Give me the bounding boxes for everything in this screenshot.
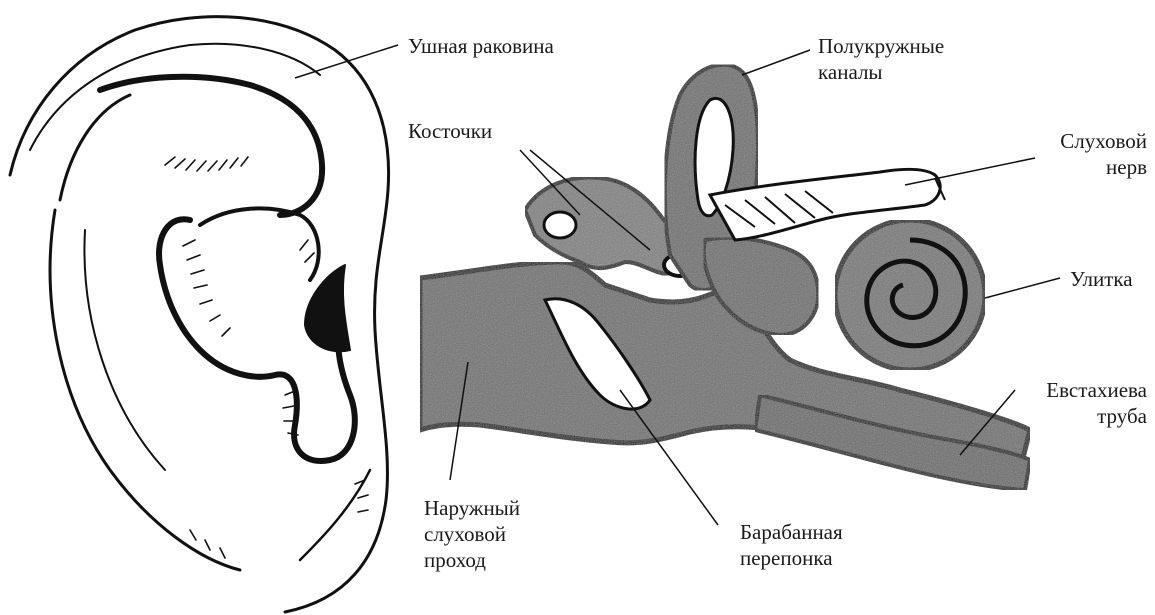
cochlea-shape xyxy=(835,220,985,370)
leader-pinna xyxy=(295,45,398,78)
label-eustachian-tube: Евстахиева труба xyxy=(1015,377,1147,429)
label-ear-canal-line3: проход xyxy=(424,547,520,573)
leader-cochlea xyxy=(985,278,1060,298)
label-eustachian-line1: Евстахиева xyxy=(1015,377,1147,403)
label-eardrum-line2: перепонка xyxy=(740,545,843,571)
pinna-left-contour xyxy=(50,210,240,570)
label-auditory-nerve: Слуховой нерв xyxy=(1030,128,1147,180)
label-cochlea: Улитка xyxy=(1070,266,1133,292)
pinna-drawing xyxy=(10,17,389,612)
label-ear-canal-line1: Наружный xyxy=(424,495,520,521)
incus-head xyxy=(544,212,576,238)
label-semicircular-canals: Полукружные каналы xyxy=(818,33,944,85)
label-ear-canal: Наружный слуховой проход xyxy=(424,495,520,573)
label-eardrum: Барабанная перепонка xyxy=(740,519,843,571)
inner-ear-drawing xyxy=(420,65,1030,490)
label-eustachian-line2: труба xyxy=(1015,403,1147,429)
label-semicircular-line1: Полукружные xyxy=(818,33,944,59)
label-ossicles: Косточки xyxy=(408,118,492,144)
pinna-antihelix xyxy=(100,77,322,215)
label-nerve-line1: Слуховой xyxy=(1030,128,1147,154)
label-eardrum-line1: Барабанная xyxy=(740,519,843,545)
pinna-cavity xyxy=(200,208,319,280)
pinna-lobe xyxy=(300,470,370,560)
leader-semicircular xyxy=(742,50,810,75)
label-ear-canal-line2: слуховой xyxy=(424,521,520,547)
pinna-helix-edge xyxy=(60,95,130,200)
pinna-inner-contour xyxy=(84,230,165,470)
label-semicircular-line2: каналы xyxy=(818,59,944,85)
label-pinna: Ушная раковина xyxy=(408,33,554,59)
label-nerve-line2: нерв xyxy=(1030,154,1147,180)
